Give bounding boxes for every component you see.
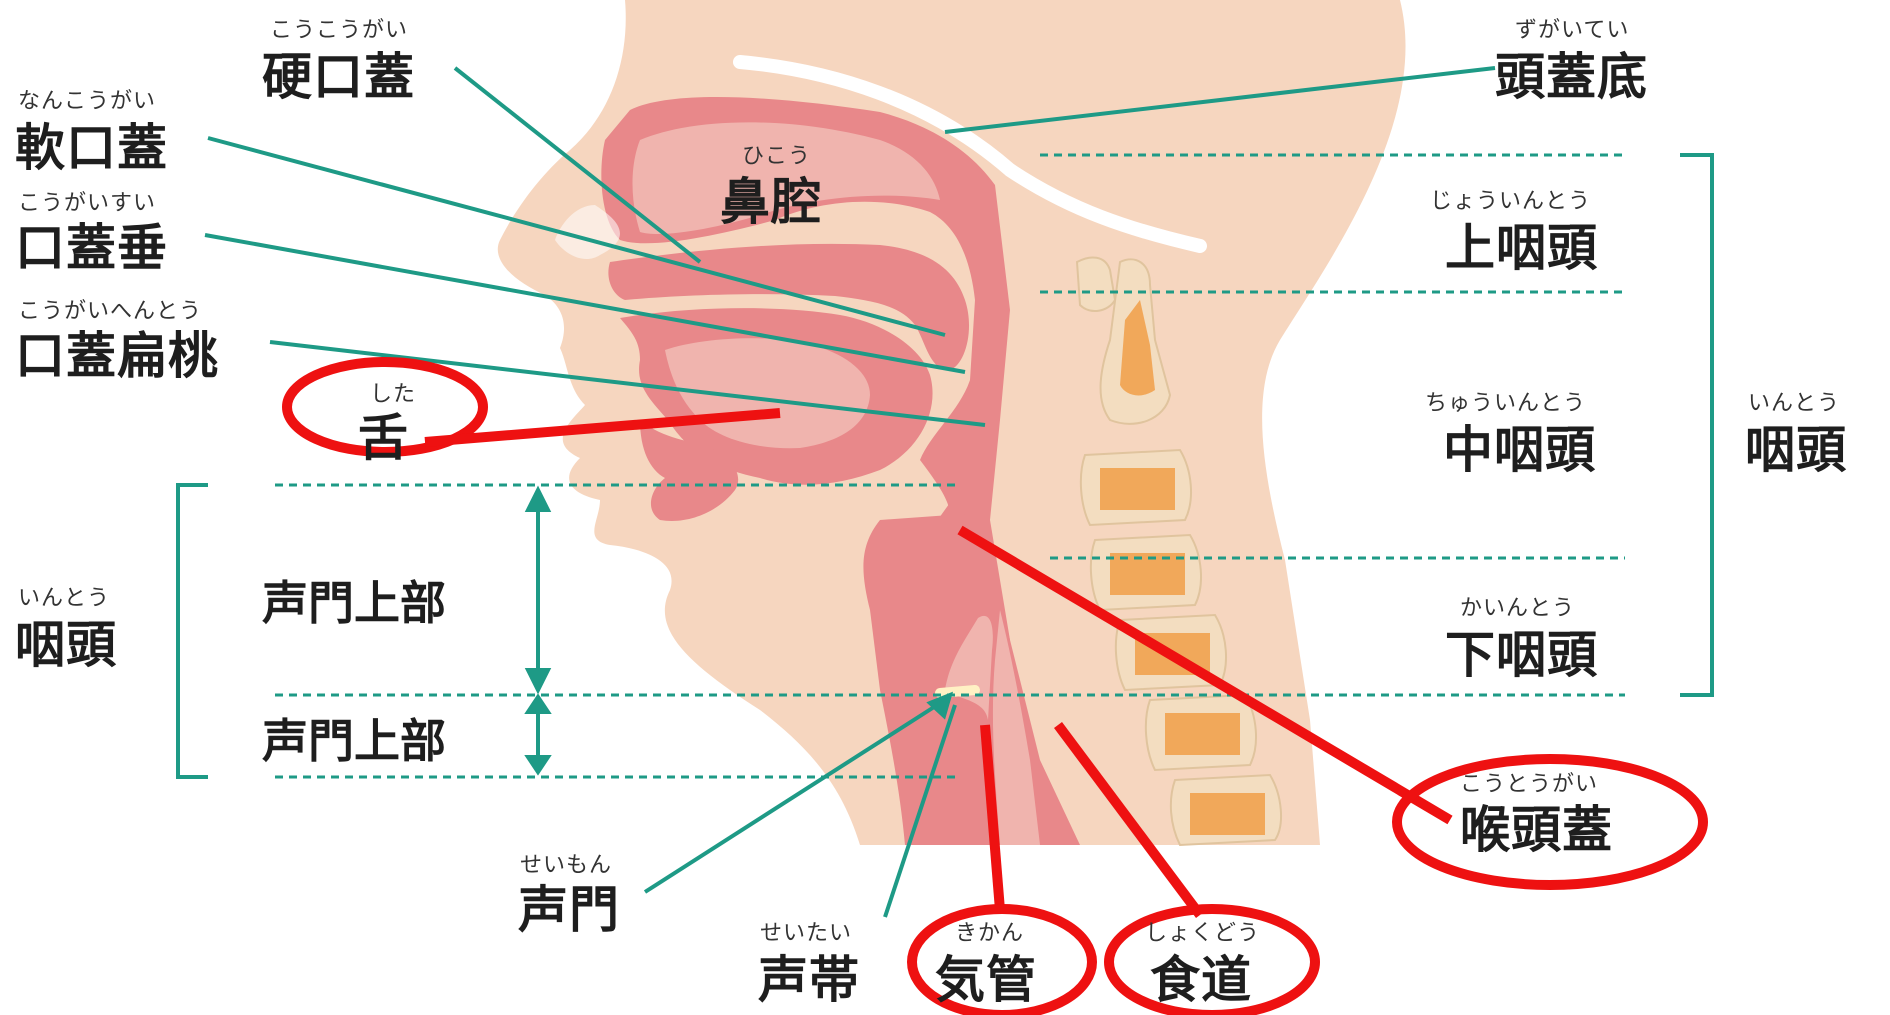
bracket-pharynx-right bbox=[1680, 155, 1712, 695]
skull-base-label: 頭蓋底 bbox=[1495, 37, 1648, 109]
arrow-head-lower-bottom bbox=[528, 757, 548, 772]
soft-palate-label: 軟口蓋 bbox=[15, 108, 168, 180]
uvula-label: 口蓋垂 bbox=[15, 208, 168, 280]
arrow-head-upper-top bbox=[528, 490, 548, 510]
supraglottic-label-1: 声門上部 bbox=[262, 567, 446, 633]
vertebra-c7-core bbox=[1190, 793, 1265, 835]
tongue-label: 舌 bbox=[358, 398, 409, 470]
hypopharynx-label: 下咽頭 bbox=[1445, 615, 1598, 687]
vertebra-c6-core bbox=[1165, 713, 1240, 755]
pharynx-left-label: 咽頭 bbox=[15, 605, 117, 677]
oropharynx-label: 中咽頭 bbox=[1443, 410, 1596, 482]
esophagus-label: 食道 bbox=[1150, 940, 1252, 1012]
hard-palate-label: 硬口蓋 bbox=[262, 37, 415, 109]
bracket-pharynx-left bbox=[178, 485, 208, 777]
arrow-head-upper-bottom bbox=[528, 670, 548, 690]
nasal-cavity-label: 鼻腔 bbox=[720, 162, 822, 234]
epiglottis-label: 喉頭蓋 bbox=[1460, 790, 1613, 862]
supraglottis-arrow bbox=[528, 490, 548, 772]
trachea-label: 気管 bbox=[935, 940, 1037, 1012]
glottis-label: 声門 bbox=[518, 870, 620, 942]
vocal-cord-label: 声帯 bbox=[758, 940, 860, 1012]
supraglottic-label-2: 声門上部 bbox=[262, 705, 446, 771]
pharynx-right-label: 咽頭 bbox=[1745, 410, 1847, 482]
nasopharynx-label: 上咽頭 bbox=[1445, 208, 1598, 280]
vertebra-c3-core bbox=[1100, 468, 1175, 510]
arrow-head-lower-top bbox=[528, 697, 548, 712]
vocal-cord-marker bbox=[940, 690, 975, 693]
tonsil-label: 口蓋扁桃 bbox=[15, 316, 219, 388]
